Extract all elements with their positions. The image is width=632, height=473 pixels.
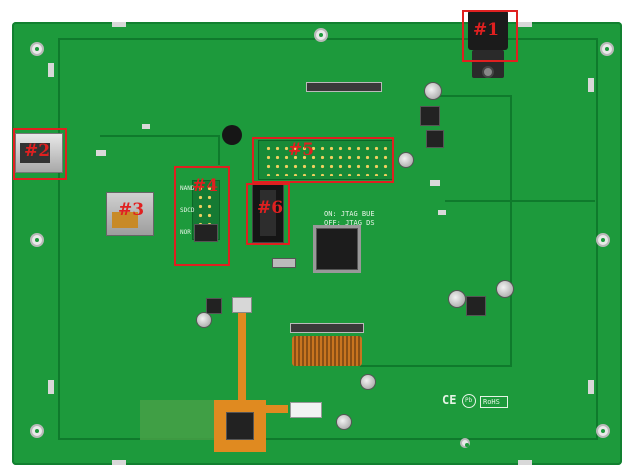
flex-cable [238, 312, 246, 407]
smd-component [438, 210, 446, 215]
pb-free-icon [462, 394, 476, 408]
trace [58, 38, 598, 40]
trace [58, 438, 598, 440]
inductor [206, 298, 222, 314]
copper-flex [292, 336, 362, 366]
edge-tab [518, 460, 532, 465]
inductor [426, 130, 444, 148]
jumper-pins [196, 184, 216, 236]
trace [440, 95, 510, 97]
jtag-label-off: OFF: JTAG DS [324, 219, 375, 227]
annotation-box-2 [13, 128, 67, 180]
trace [445, 200, 595, 202]
boot-label-nor: NOR [180, 229, 191, 236]
annotation-box-6 [246, 183, 290, 245]
annotation-label-6: #6 [257, 198, 284, 218]
touch-panel-strip [140, 400, 214, 440]
mounting-hole [30, 424, 44, 438]
lcd-fpc-connector [306, 82, 382, 92]
dc-power-jack-pin [482, 66, 494, 78]
dc-power-jack[interactable] [468, 10, 508, 50]
edge-tab [48, 63, 54, 77]
flex-tail [266, 405, 288, 413]
trace [100, 135, 220, 137]
mounting-hole [30, 42, 44, 56]
mounting-hole [600, 42, 614, 56]
flex-connector [232, 297, 252, 313]
crystal [272, 258, 296, 268]
inductor [420, 106, 440, 126]
edge-tab [588, 78, 594, 92]
smd-component [430, 180, 440, 186]
ce-mark: CE [442, 393, 457, 407]
edge-tab [518, 22, 532, 27]
electrolytic-capacitor [424, 82, 442, 100]
mounting-hole [314, 28, 328, 42]
annotation-label-5: #5 [288, 140, 315, 160]
buzzer [222, 125, 242, 145]
trace [58, 38, 60, 438]
edge-tab [48, 380, 54, 394]
smd-component [96, 150, 106, 156]
mounting-hole [460, 438, 470, 448]
annotation-label-2: #2 [24, 141, 51, 161]
annotation-label-3: #3 [118, 200, 145, 220]
mounting-hole [596, 424, 610, 438]
edge-tab [588, 380, 594, 394]
pb-mark: Pb [465, 397, 473, 404]
electrolytic-capacitor [496, 280, 514, 298]
annotation-label-4: #4 [192, 176, 219, 196]
trace [218, 135, 220, 165]
edge-tab [112, 22, 126, 27]
electrolytic-capacitor [336, 414, 352, 430]
trace [360, 365, 512, 367]
mounting-hole [596, 233, 610, 247]
ic-chip [194, 224, 218, 242]
edge-tab [112, 460, 126, 465]
cpu-chip [316, 228, 358, 270]
electrolytic-capacitor [360, 374, 376, 390]
rohs-box [480, 396, 508, 408]
touch-controller-chip [226, 412, 254, 440]
usb-port-opening [20, 143, 50, 163]
boot-label-sdcd: SDCD [180, 207, 195, 214]
inductor [466, 296, 486, 316]
boot-label-nand: NAND [180, 185, 195, 192]
trace [510, 95, 512, 365]
annotation-box-1 [462, 10, 518, 62]
annotation-label-1: #1 [473, 20, 500, 40]
annotation-box-4 [174, 166, 230, 266]
fpc-connector [290, 323, 364, 333]
gpio-pins [264, 144, 390, 176]
mounting-hole [30, 233, 44, 247]
jtag-label-on: ON: JTAG BUE [324, 210, 375, 218]
electrolytic-capacitor [398, 152, 414, 168]
annotation-box-5 [252, 137, 394, 183]
touch-connector [290, 402, 322, 418]
electrolytic-capacitor [448, 290, 466, 308]
jtag-connector-slot [260, 190, 276, 236]
sd-card-contact [112, 212, 138, 228]
rohs-mark: RoHS [483, 398, 500, 406]
electrolytic-capacitor [196, 312, 212, 328]
smd-component [142, 124, 150, 129]
